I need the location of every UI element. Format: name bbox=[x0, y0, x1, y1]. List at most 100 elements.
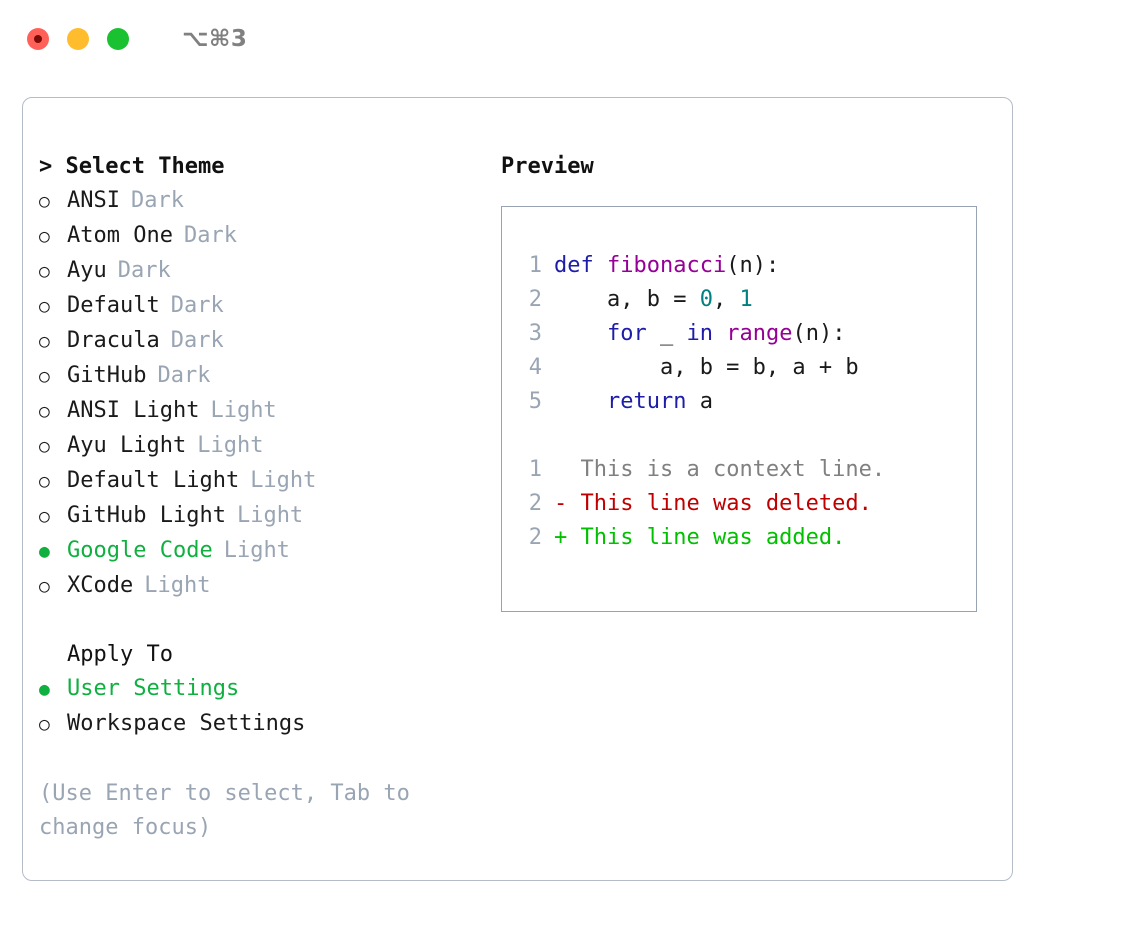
theme-option-label: Ayu Light bbox=[67, 433, 187, 458]
preview-title: Preview bbox=[501, 154, 594, 179]
apply-to-block: Apply To ● User Settings ○Workspace Settin… bbox=[39, 638, 499, 742]
traffic-light-group bbox=[27, 28, 129, 50]
code-line-text: a, b = b, a + b bbox=[554, 351, 859, 385]
code-line: 4 a, b = b, a + b bbox=[512, 351, 976, 385]
apply-to-option-label: User Settings bbox=[67, 676, 240, 701]
code-token-punc: a bbox=[686, 389, 713, 414]
line-number: 2 bbox=[528, 525, 542, 550]
code-token-kw: def bbox=[554, 253, 607, 278]
apply-to-option-workspace-settings[interactable]: ○Workspace Settings bbox=[39, 707, 499, 742]
code-token-punc: (n): bbox=[792, 321, 846, 346]
maximize-window-button[interactable] bbox=[107, 28, 129, 50]
code-token-fn: range bbox=[726, 321, 793, 346]
line-number: 1 bbox=[528, 253, 542, 278]
theme-variant-badge: Light bbox=[210, 398, 277, 423]
diff-line-del: 2- This line was deleted. bbox=[512, 487, 976, 521]
code-token-punc: , bbox=[712, 287, 740, 312]
theme-option-label: Google Code bbox=[67, 538, 213, 563]
radio-unselected-icon: ○ bbox=[39, 226, 50, 247]
line-number: 1 bbox=[528, 457, 542, 482]
diff-marker: + bbox=[554, 525, 581, 550]
theme-variant-badge: Light bbox=[236, 503, 304, 528]
radio-unselected-icon: ○ bbox=[39, 191, 50, 212]
theme-variant-badge: Dark bbox=[117, 258, 171, 283]
select-theme-header: > Select Theme bbox=[39, 150, 499, 184]
apply-to-option-user-settings[interactable]: ● User Settings bbox=[39, 672, 499, 707]
theme-variant-badge: Dark bbox=[170, 293, 224, 318]
title-bar: ⌥⌘3 bbox=[0, 0, 1140, 78]
radio-unselected-icon: ○ bbox=[39, 714, 50, 735]
preview-spacer bbox=[512, 419, 976, 453]
code-line: 1 def fibonacci(n): bbox=[512, 249, 976, 283]
code-line: 5 return a bbox=[512, 385, 976, 419]
code-token-punc bbox=[554, 321, 607, 346]
line-number: 2 bbox=[528, 287, 542, 312]
line-number: 2 bbox=[528, 491, 542, 516]
prompt-caret-icon: > bbox=[39, 154, 66, 179]
theme-option-label: Ayu bbox=[67, 258, 107, 283]
diff-line-text: This is a context line. bbox=[580, 457, 886, 482]
keyboard-shortcut-label: ⌥⌘3 bbox=[182, 26, 248, 52]
line-number: 3 bbox=[528, 321, 542, 346]
code-token-kw: return bbox=[606, 389, 687, 414]
radio-unselected-icon: ○ bbox=[39, 436, 50, 457]
code-token-fn: fibonacci bbox=[606, 253, 727, 278]
theme-option-ayu[interactable]: ○ Ayu Dark bbox=[39, 254, 499, 289]
code-line: 3 for _ in range(n): bbox=[512, 317, 976, 351]
radio-unselected-icon: ○ bbox=[39, 506, 50, 527]
radio-unselected-icon: ○ bbox=[39, 576, 50, 597]
diff-sample: 1 This is a context line.2- This line wa… bbox=[512, 453, 976, 555]
code-token-num: 0 bbox=[699, 287, 713, 312]
radio-selected-icon: ● bbox=[39, 679, 50, 700]
diff-line-text: This line was deleted. bbox=[580, 491, 872, 516]
radio-unselected-icon: ○ bbox=[39, 261, 50, 282]
theme-option-label: Default Light bbox=[67, 468, 240, 493]
theme-variant-badge: Dark bbox=[170, 328, 224, 353]
select-theme-header-label: Select Theme bbox=[65, 154, 225, 179]
code-token-punc: (n): bbox=[726, 253, 780, 278]
theme-option-label: ANSI Light bbox=[67, 398, 200, 423]
code-token-kw: in bbox=[686, 321, 713, 346]
code-token-punc: _ bbox=[646, 321, 687, 346]
diff-marker bbox=[554, 453, 581, 487]
theme-option-label: Dracula bbox=[67, 328, 160, 353]
code-token-punc bbox=[713, 321, 726, 346]
code-line-text: a, b = 0, 1 bbox=[554, 283, 753, 317]
close-window-button[interactable] bbox=[27, 28, 49, 50]
code-line-text: def fibonacci(n): bbox=[554, 249, 779, 283]
line-number: 5 bbox=[528, 389, 542, 414]
theme-option-label: XCode bbox=[67, 573, 134, 598]
theme-variant-badge: Dark bbox=[183, 223, 237, 248]
diff-line-ctx: 1 This is a context line. bbox=[512, 453, 976, 487]
theme-option-label: GitHub bbox=[67, 363, 147, 388]
theme-option-label: ANSI bbox=[67, 188, 120, 213]
theme-variant-badge: Dark bbox=[157, 363, 211, 388]
radio-unselected-icon: ○ bbox=[39, 296, 50, 317]
diff-line-add: 2+ This line was added. bbox=[512, 521, 976, 555]
code-token-punc: a, b = b, a + b bbox=[554, 355, 859, 380]
code-token-punc: a, b = bbox=[554, 287, 700, 312]
apply-to-option-list: ● User Settings ○Workspace Settings bbox=[39, 672, 499, 742]
code-line-text: return a bbox=[554, 385, 713, 419]
theme-variant-badge: Light bbox=[250, 468, 317, 493]
minimize-window-button[interactable] bbox=[67, 28, 89, 50]
apply-to-header: Apply To bbox=[67, 642, 173, 667]
